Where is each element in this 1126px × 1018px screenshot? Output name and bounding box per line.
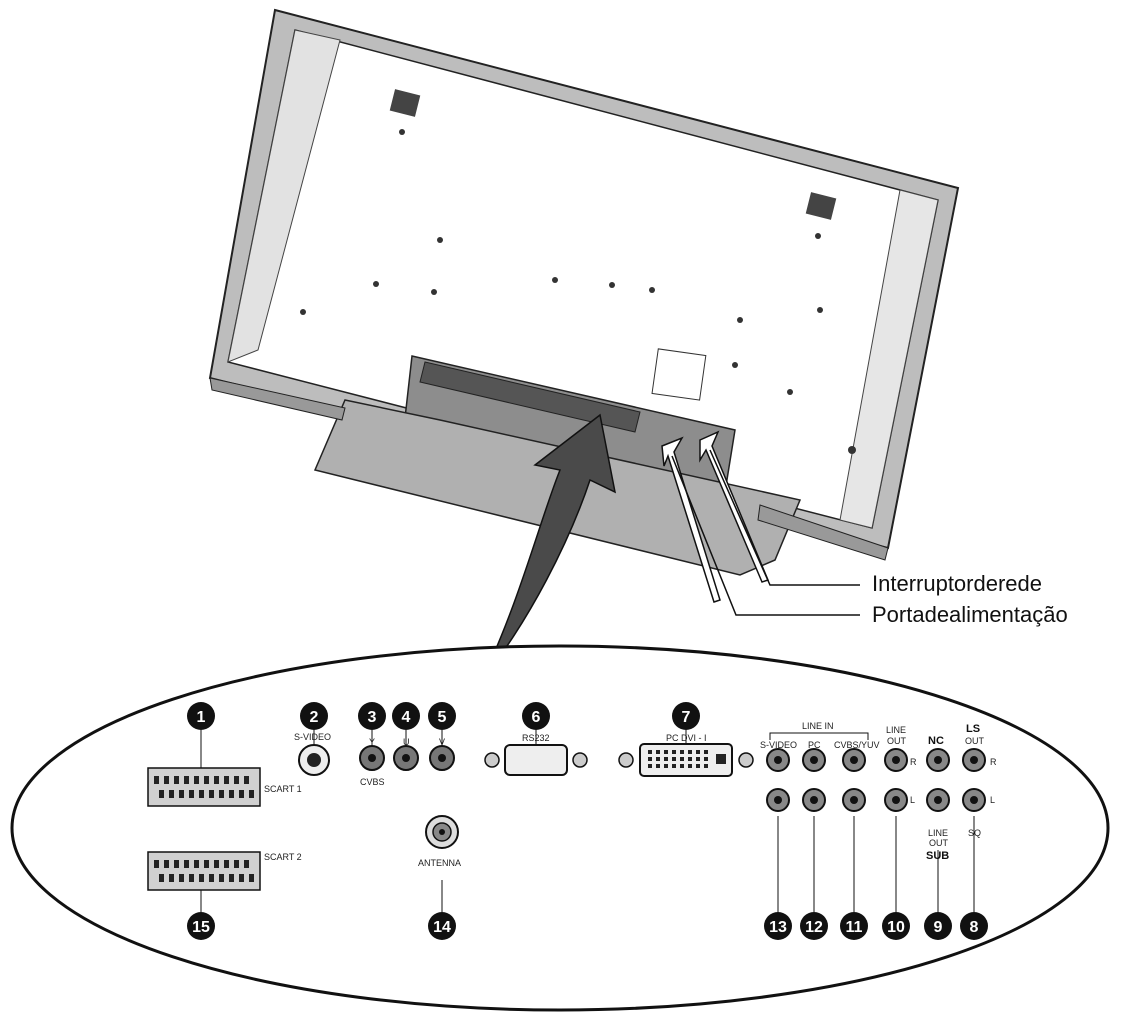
connector-strip-detail: [419, 361, 641, 433]
badge-7: 7: [672, 702, 700, 730]
component-jacks: [359, 745, 455, 771]
u-label: U: [403, 737, 410, 747]
nc-label: NC: [928, 735, 944, 747]
leader-line-switch: [709, 449, 860, 586]
badge-label: 4: [402, 709, 411, 726]
svideo-label: S-VIDEO: [294, 732, 331, 742]
ls-r-label: R: [990, 757, 997, 767]
rca-jacks: [766, 748, 986, 812]
leader-line-port: [671, 455, 860, 616]
badge-12: 12: [800, 912, 828, 940]
sq-label: SQ: [968, 828, 981, 838]
y-label: Y: [369, 737, 375, 747]
scart1-connector: [147, 767, 261, 807]
badge-label: 6: [532, 709, 541, 726]
scart-connectors: [147, 767, 261, 891]
line-out-label-bottom: OUT: [887, 736, 907, 746]
ls-l-label: L: [990, 795, 995, 805]
badge-leaders: [200, 730, 975, 912]
badge-label: 10: [887, 919, 905, 936]
line-out-sub-label-1: LINE: [928, 828, 948, 838]
badge-15: 15: [187, 912, 215, 940]
badge-10: 10: [882, 912, 910, 940]
antenna-label: ANTENNA: [418, 858, 461, 868]
svideo-jack-core: [307, 753, 321, 767]
rs232-label: RS232: [522, 733, 550, 743]
badge-label: 9: [934, 919, 943, 936]
label-plate: [651, 348, 707, 401]
svideo2-label: S-VIDEO: [760, 740, 797, 750]
badge-label: 8: [970, 919, 979, 936]
badge-label: 12: [805, 919, 823, 936]
rs232-connector: [484, 744, 588, 776]
scart-pins: [154, 776, 254, 882]
scart2-label: SCART 2: [264, 852, 302, 862]
line-out-r-label: R: [910, 757, 917, 767]
power-switch-callout: Interruptorderede: [872, 571, 1042, 596]
line-out-sub-label-2: OUT: [929, 838, 949, 848]
badge-label: 11: [846, 919, 863, 936]
ls-out-label: OUT: [965, 736, 985, 746]
badge-3: 3: [358, 702, 386, 730]
badge-13: 13: [764, 912, 792, 940]
scart1-label: SCART 1: [264, 784, 302, 794]
arrow-pointer-2: [699, 430, 770, 583]
scart2-connector: [147, 851, 261, 891]
connector-detail-ellipse: [10, 644, 1110, 1012]
bracket-top-left: [389, 89, 421, 117]
dvi-connector: [618, 743, 754, 777]
tv-bottom-rail-left: [209, 377, 346, 421]
badge-2: 2: [300, 702, 328, 730]
badge-8: 8: [960, 912, 988, 940]
badge-label: 1: [197, 709, 206, 726]
port-labels: SCART 1 SCART 2 S-VIDEO Y U V CVBS ANTEN…: [264, 721, 997, 868]
badge-11: 11: [840, 912, 868, 940]
power-port-callout: Portadealimentação: [872, 602, 1068, 627]
badge-4: 4: [392, 702, 420, 730]
badge-label: 13: [769, 919, 787, 936]
line-out-l-label: L: [910, 795, 915, 805]
ls-label: LS: [966, 723, 980, 735]
badge-14: 14: [428, 912, 456, 940]
badge-5: 5: [428, 702, 456, 730]
big-curved-arrow: [481, 413, 617, 681]
line-in-label: LINE IN: [802, 721, 834, 731]
badge-label: 14: [433, 919, 451, 936]
badge-label: 7: [682, 709, 691, 726]
pc-label: PC: [808, 740, 821, 750]
cvbs-yuv-label: CVBS/YUV: [834, 740, 880, 750]
tv-panel-shade: [227, 29, 341, 363]
badge-label: 5: [438, 709, 447, 726]
tv-body: [208, 8, 960, 616]
badge-label: 2: [310, 709, 319, 726]
line-out-label-top: LINE: [886, 725, 906, 735]
sub-label: SUB: [926, 850, 949, 862]
v-label: V: [439, 737, 445, 747]
tv-panel-shade-right: [839, 189, 939, 529]
pc-dvi-label: PC DVI - I: [666, 733, 707, 743]
bracket-top-right: [805, 192, 837, 220]
cvbs-label: CVBS: [360, 777, 385, 787]
badge-1: 1: [187, 702, 215, 730]
tv-bottom-rail-right: [757, 504, 889, 561]
mount-holes: [300, 129, 856, 454]
badge-6: 6: [522, 702, 550, 730]
line-in-bracket: [769, 732, 869, 740]
arrow-pointer-1: [661, 436, 721, 603]
badge-9: 9: [924, 912, 952, 940]
badge-label: 15: [192, 919, 210, 936]
badge-label: 3: [368, 709, 377, 726]
